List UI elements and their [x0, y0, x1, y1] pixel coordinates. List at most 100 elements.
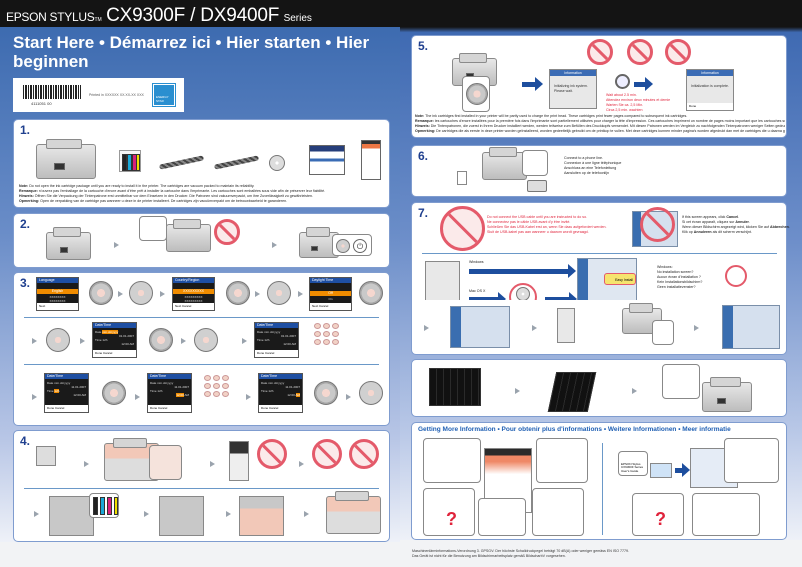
- arrow-right-icon: [34, 511, 39, 517]
- step-3-panel: 3. Language English XXXXXXXX XXXXXXXX Ne…: [13, 272, 390, 426]
- info-troubleshoot-callout: ?: [423, 488, 475, 536]
- arrow-right-icon: [298, 291, 303, 297]
- numeric-keypad-icon: [204, 375, 229, 397]
- arrow-right-icon: [118, 291, 123, 297]
- energy-star-logo-icon: ENERGY STAR: [152, 83, 176, 107]
- power-connect-callout: [139, 216, 167, 241]
- computer-usb-icon: [557, 308, 575, 343]
- no-unplug-icon: [587, 39, 613, 65]
- laptop-icon: [650, 463, 672, 478]
- lcd-datetime-screen-edit: Date/Time Date mm.dd.yyyy 01.01.2007 Tim…: [254, 322, 299, 358]
- printer-illustration-icon: [36, 139, 96, 179]
- lcd-language-screen: Language English XXXXXXXX XXXXXXXX Next: [36, 277, 79, 311]
- arrow-right-icon: [255, 291, 260, 297]
- arrow-right-icon: [632, 388, 637, 394]
- telephone-icon: [527, 180, 547, 192]
- lcd-country-screen: Country/Region XXXXXXXXX XXXXXXXXX XXXXX…: [172, 277, 215, 311]
- step-7-continued-panel: [411, 300, 787, 355]
- barcode-number: 4111051 00: [31, 101, 52, 106]
- barcode-icon: [23, 85, 81, 99]
- power-cord-icon: [158, 155, 205, 170]
- usb-port-callout: [652, 320, 674, 345]
- navigation-dial-up-down-icon: [89, 281, 113, 305]
- arrow-right-icon: [32, 394, 37, 400]
- arrow-right-icon: [181, 338, 186, 344]
- step-number: 6.: [418, 149, 429, 163]
- right-button-press-icon: [194, 328, 218, 352]
- lcd-datetime-time-screen: Date/Time Date mm.dd.yyyy 11.01.2007 Tim…: [44, 373, 89, 413]
- no-touch-chip-icon: [257, 439, 287, 469]
- arrow-right-icon: [299, 461, 304, 467]
- no-cancel-dialog-icon: [640, 207, 675, 242]
- more-info-title: Getting More Information • Pour obtenir …: [418, 426, 731, 433]
- step-4-panel: 4.: [13, 430, 390, 542]
- step-number: 4.: [20, 434, 31, 448]
- question-mark-icon: ?: [446, 509, 457, 529]
- navigation-dial-up-down-icon: [314, 381, 338, 405]
- ink-cartridge-pack-icon: [119, 150, 141, 172]
- guide-booklet-icon: [361, 140, 381, 180]
- step-number: 5.: [418, 39, 429, 53]
- film-holder-callout: [662, 364, 700, 399]
- more-info-panel: Getting More Information • Pour obtenir …: [411, 422, 787, 540]
- no-shake-icon: [312, 439, 342, 469]
- step-number: 3.: [20, 276, 31, 290]
- no-load-paper-icon: [665, 39, 691, 65]
- big-arrow-right-icon: [545, 292, 577, 306]
- arrow-right-icon: [80, 338, 85, 344]
- barcode-label: 4111051 00 Printed in XXXXXX XX.XX-XX XX…: [13, 78, 184, 112]
- ink-button-icon: [466, 83, 488, 105]
- guide-topic-callout-3: [692, 493, 760, 536]
- guide-topic-callout-2: ?: [632, 493, 684, 536]
- navigation-dial-up-down-icon: [226, 281, 250, 305]
- film-negatives-icon: [429, 368, 481, 406]
- step-number: 7.: [418, 206, 429, 220]
- wall-jack-icon: [457, 171, 467, 185]
- big-arrow-right-icon: [469, 264, 576, 278]
- row-divider: [24, 488, 379, 489]
- arrow-right-icon: [424, 325, 429, 331]
- info-screen-initializing: Information Initializing ink system. Ple…: [549, 69, 597, 109]
- printer-scan-icon: [702, 377, 752, 412]
- wait-time-text: Wait about 2.5 min. Attendez environ deu…: [606, 93, 671, 112]
- no-remove-seal-icon: [349, 439, 379, 469]
- printer-rear-icon: [166, 219, 211, 252]
- navigation-dial-up-down-icon: [149, 328, 173, 352]
- shake-cartridge-icon: [36, 446, 56, 466]
- row-divider: [24, 317, 379, 318]
- ok-button-press-icon: [267, 281, 291, 305]
- product-code: Printed in XXXXXX XX.XX-XX XXX: [89, 93, 144, 97]
- software-cd-icon: [269, 155, 285, 171]
- close-cover-icon: [239, 496, 284, 536]
- usb-warning-text: Do not connect the USB cable until you a…: [487, 215, 607, 234]
- lcd-datetime-ampm: Date/Time Date mm.dd.yyyy 11.01.2007 Tim…: [258, 373, 303, 413]
- arrow-right-icon: [246, 394, 251, 400]
- info-camera-callout: [532, 488, 584, 536]
- arrow-right-icon: [144, 511, 149, 517]
- arrow-right-icon: [84, 461, 89, 467]
- big-arrow-right-icon: [522, 77, 543, 91]
- arrow-right-icon: [272, 242, 277, 248]
- installer-complete-screenshot: [722, 305, 780, 349]
- big-arrow-right-icon: [469, 292, 506, 306]
- info-fax-callout: [478, 498, 526, 536]
- question-mark-icon: ?: [655, 509, 666, 529]
- timer-icon: [615, 74, 630, 89]
- mac-os-label: Mac OS X: [469, 289, 486, 293]
- arrow-right-icon: [515, 388, 520, 394]
- navigation-dial-up-down-icon: [102, 381, 126, 405]
- installer-connect-screenshot: [450, 306, 510, 348]
- arrow-right-icon: [304, 511, 309, 517]
- step-6-panel: 6. Connect to a phone line. Connexion à …: [411, 145, 787, 197]
- step-number: 1.: [20, 123, 31, 137]
- ok-button-press-icon: [359, 381, 383, 405]
- ink-button-callout: [462, 76, 490, 112]
- arrow-right-icon: [32, 338, 37, 344]
- trademark: TM: [94, 17, 102, 23]
- windows-help-text: Windows: No installation screen? Aucun é…: [657, 265, 703, 289]
- info-memory-card-callout: [536, 438, 588, 483]
- easy-install-button[interactable]: Easy Install: [604, 273, 636, 285]
- big-arrow-right-icon: [675, 463, 690, 477]
- title-bar: EPSON STYLUSTM CX9300F / DX9400F Series: [0, 0, 802, 27]
- page-title: Start Here • Démarrez ici • Hier starten…: [13, 33, 370, 71]
